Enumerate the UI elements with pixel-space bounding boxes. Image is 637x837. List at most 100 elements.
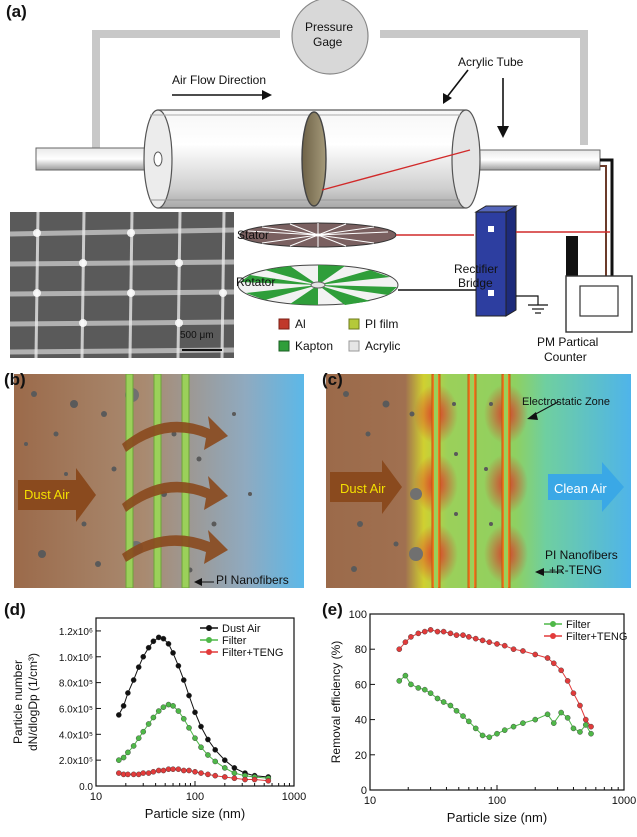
dust-air-arrow-icon xyxy=(18,468,96,522)
data-point xyxy=(532,651,539,658)
plot-frame xyxy=(95,617,295,787)
y-tick-label: 2.0x10⁵ xyxy=(59,756,93,767)
y-tick-label: 4.0x10⁵ xyxy=(59,730,93,741)
pressure-gage-label-1: Pressure xyxy=(305,20,354,34)
y-tick-label: 1.0x10⁶ xyxy=(59,653,93,664)
data-point xyxy=(186,725,192,731)
data-point xyxy=(460,632,466,638)
data-point xyxy=(570,690,577,696)
series-line xyxy=(118,704,269,779)
data-point xyxy=(130,771,137,778)
y-tick-label: 100 xyxy=(349,609,367,621)
panel-c-nanofibers-1: PI Nanofibers xyxy=(545,548,618,562)
flow-arrow-icon xyxy=(262,90,272,100)
data-point xyxy=(486,639,493,645)
data-point xyxy=(120,754,127,761)
data-point xyxy=(564,715,571,721)
y-tick-label: 80 xyxy=(355,644,367,656)
y-tick-label: 0.0 xyxy=(79,782,93,793)
legend-marker xyxy=(206,637,212,643)
pressure-gage-label-2: Gage xyxy=(313,35,343,49)
data-point xyxy=(145,721,152,727)
data-point xyxy=(570,725,577,732)
data-point xyxy=(494,730,500,737)
legend-label: Filter+TENG xyxy=(222,647,283,659)
data-point xyxy=(130,743,137,749)
data-point xyxy=(242,776,248,783)
panel-a-label: (a) xyxy=(6,2,27,21)
data-point xyxy=(222,774,228,780)
data-point xyxy=(402,639,409,645)
data-point xyxy=(544,655,551,661)
panel-c-dust-air: Dust Air xyxy=(340,481,386,496)
x-tick-label: 100 xyxy=(186,791,204,803)
dust-air-arrow-icon xyxy=(330,460,402,514)
data-point xyxy=(140,728,147,735)
rectifier-label-2: Bridge xyxy=(458,276,493,290)
data-point xyxy=(265,778,272,784)
data-point xyxy=(396,678,403,684)
panel-b-nanofibers: PI Nanofibers xyxy=(216,573,289,587)
y-tick-label: 8.0x10⁵ xyxy=(59,679,93,690)
legend-marker xyxy=(206,625,212,631)
panel-b-label: (b) xyxy=(4,370,26,389)
data-point xyxy=(486,734,493,740)
data-point xyxy=(116,770,122,776)
data-point xyxy=(460,713,466,719)
data-point xyxy=(160,635,167,642)
y-axis-label: Removal efficiency (%) xyxy=(329,641,343,763)
rectifier-bridge xyxy=(474,205,518,317)
legend-label: Dust Air xyxy=(222,623,261,635)
data-point xyxy=(116,757,122,763)
data-point xyxy=(198,723,204,730)
data-point xyxy=(520,720,526,726)
data-point xyxy=(125,771,131,778)
x-axis-label: Particle size (nm) xyxy=(447,810,547,825)
arrow-icon xyxy=(194,578,202,586)
data-point xyxy=(125,749,131,756)
x-tick-label: 10 xyxy=(90,791,102,803)
data-point xyxy=(222,765,228,771)
inlet-pipe xyxy=(35,147,157,171)
data-point xyxy=(212,747,219,753)
data-point xyxy=(447,630,454,637)
y-tick-label: 6.0x10⁵ xyxy=(59,704,93,715)
data-point xyxy=(180,716,187,722)
y-tick-label: 1.2x10⁶ xyxy=(59,627,93,638)
data-point xyxy=(150,768,157,775)
data-point xyxy=(212,758,219,765)
data-point xyxy=(145,644,152,651)
legend-al-icon xyxy=(278,318,290,330)
data-point xyxy=(205,752,211,758)
data-point xyxy=(175,708,182,714)
data-point xyxy=(427,690,434,696)
legend-kapton-icon xyxy=(278,340,290,352)
data-point xyxy=(186,767,192,774)
data-point xyxy=(198,744,204,751)
data-point xyxy=(155,634,162,641)
data-point xyxy=(198,770,204,776)
arrow-icon xyxy=(497,126,509,138)
apparatus-diagram xyxy=(35,0,633,352)
data-point xyxy=(577,702,583,709)
data-point xyxy=(192,768,198,775)
y-tick-label: 0 xyxy=(361,785,367,797)
data-point xyxy=(510,723,517,730)
data-point xyxy=(120,703,127,709)
data-point xyxy=(396,646,403,653)
data-point xyxy=(588,723,594,730)
data-point xyxy=(130,677,137,683)
legend-marker xyxy=(206,649,212,655)
data-point xyxy=(160,767,167,774)
data-point xyxy=(550,660,557,667)
data-point xyxy=(544,711,551,718)
data-point xyxy=(175,663,182,669)
data-point xyxy=(415,685,422,691)
legend-marker xyxy=(550,621,556,627)
panel-c-clean-air: Clean Air xyxy=(554,481,607,496)
y-tick-label: 60 xyxy=(355,679,367,691)
data-point xyxy=(550,720,557,726)
data-point xyxy=(582,716,589,723)
signal-wire xyxy=(321,149,471,191)
